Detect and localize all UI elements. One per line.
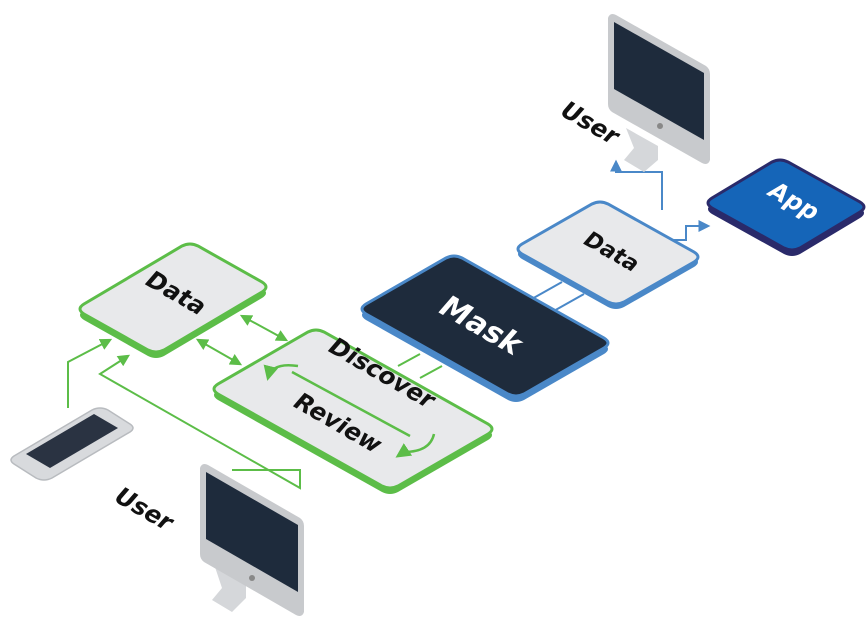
green-connectors xyxy=(67,314,301,490)
desktop-monitor-icon xyxy=(200,464,304,616)
cycle-arrow-icon xyxy=(263,364,436,458)
discover-review-platform: Discover Review xyxy=(212,328,494,494)
app-tile: App xyxy=(706,158,866,256)
desktop-monitor-icon xyxy=(608,14,710,172)
user-bottom-label: User xyxy=(110,481,179,537)
mask-data-connectors xyxy=(529,281,585,313)
data-tile-right: Data xyxy=(516,200,700,309)
data-tile-left: Data xyxy=(78,242,268,358)
mask-tile: Mask xyxy=(360,254,610,402)
discover-mask-connectors xyxy=(397,353,443,379)
phone-icon xyxy=(10,407,134,481)
